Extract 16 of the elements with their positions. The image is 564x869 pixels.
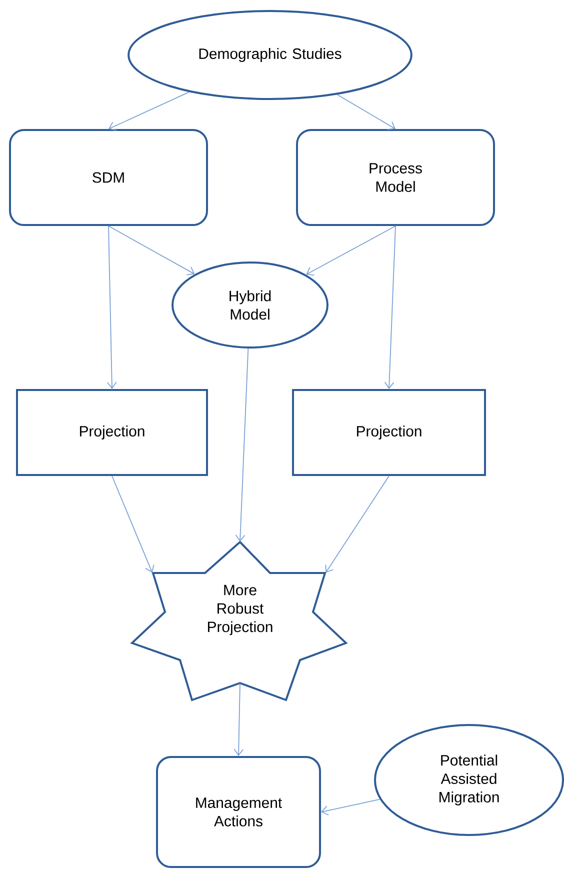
process-box: Projection	[292, 389, 486, 476]
arrow	[306, 226, 396, 276]
arrow	[234, 682, 244, 756]
process-box: SDM	[9, 129, 208, 226]
arrow	[106, 226, 117, 389]
process-box: Projection	[16, 389, 208, 476]
arrow	[108, 92, 190, 131]
arrow	[108, 226, 195, 276]
arrow	[321, 798, 380, 816]
arrow	[235, 348, 249, 542]
arrow	[325, 476, 390, 573]
arrow	[112, 476, 154, 573]
process-box: Process Model	[296, 129, 495, 226]
arrow	[336, 94, 396, 130]
process-box: Management Actions	[156, 756, 321, 868]
arrow	[384, 226, 396, 389]
